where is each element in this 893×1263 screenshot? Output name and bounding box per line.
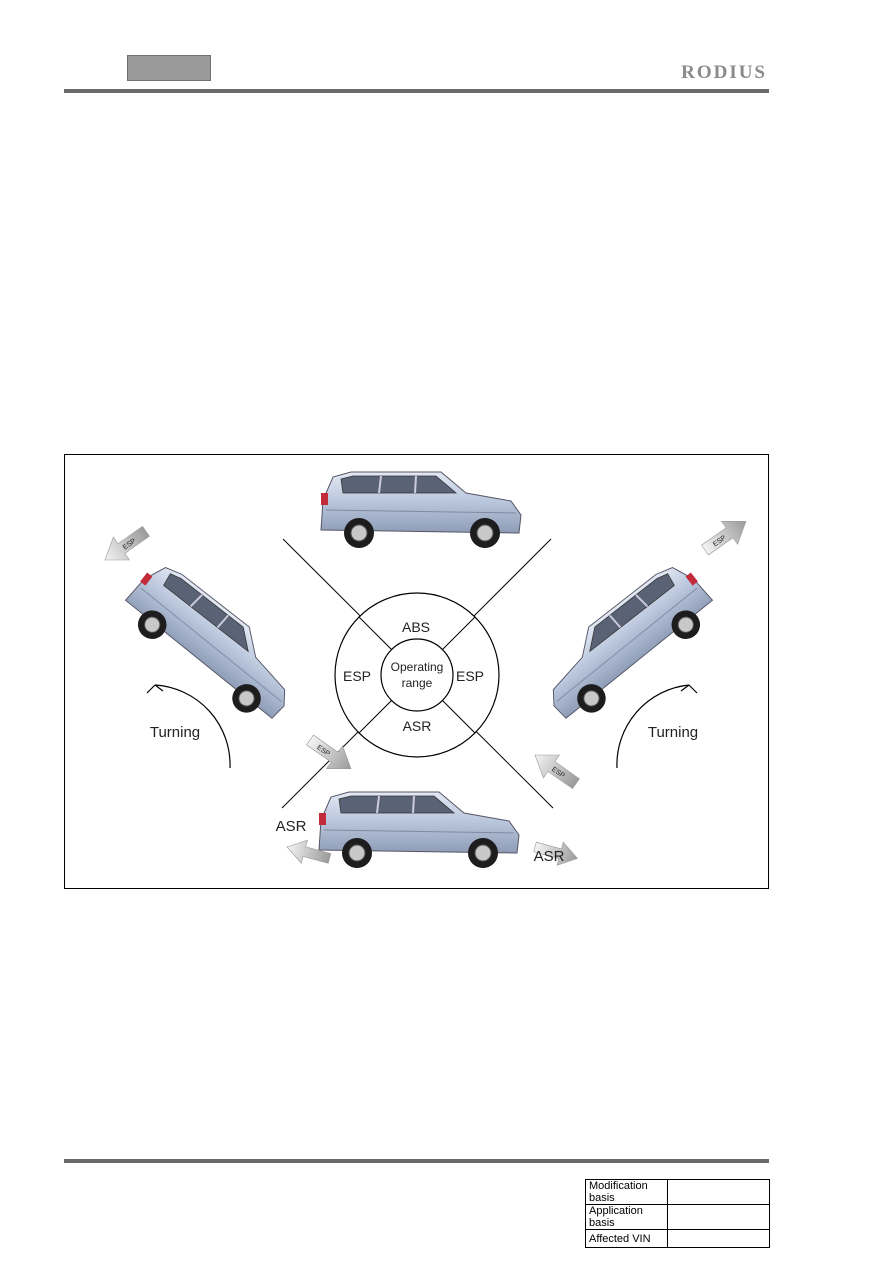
car-bottom <box>318 791 520 869</box>
table-row: Modification basis <box>585 1179 770 1205</box>
center-label-line1: Operating <box>391 660 444 674</box>
car-top <box>320 471 522 549</box>
esp-operating-range-figure: Operating range ABS ESP ESP ASR ESP ESP … <box>64 454 769 889</box>
asr-arrow-left <box>286 839 332 864</box>
esp-right-label: ESP <box>456 668 484 684</box>
asr-bottom-left-label: ASR <box>276 818 307 835</box>
center-label-line2: range <box>402 676 433 690</box>
esp-arrow-right-top: ESP <box>701 521 747 556</box>
figure-diagram: Operating range ABS ESP ESP ASR ESP ESP … <box>104 471 747 869</box>
table-label: Modification basis <box>585 1179 668 1205</box>
turning-right-label: Turning <box>648 724 698 741</box>
table-label: Affected VIN <box>585 1229 668 1248</box>
asr-arrow-right <box>533 841 579 866</box>
car-right-turning <box>527 555 724 732</box>
footer-rule <box>64 1159 769 1163</box>
asr-bottom-right-label: ASR <box>534 848 565 865</box>
esp-left-label: ESP <box>343 668 371 684</box>
table-value <box>667 1204 770 1230</box>
table-value <box>667 1229 770 1248</box>
brand-logo: RODIUS <box>681 62 767 83</box>
inner-circle <box>380 638 454 712</box>
esp-arrow-right-bottom: ESP <box>534 754 580 790</box>
car-left-turning <box>114 555 311 732</box>
turning-left-label: Turning <box>150 724 200 741</box>
header-rule <box>64 89 769 93</box>
table-label: Application basis <box>585 1204 668 1230</box>
asr-center-label: ASR <box>403 718 432 734</box>
header-tab-box <box>127 55 211 81</box>
table-row: Application basis <box>585 1204 770 1230</box>
abs-label: ABS <box>402 619 430 635</box>
table-value <box>667 1179 770 1205</box>
esp-arrow-left-bottom: ESP <box>306 734 352 769</box>
modification-info-table: Modification basis Application basis Aff… <box>585 1179 770 1248</box>
esp-arrow-left-top: ESP <box>104 525 150 561</box>
turning-arc-right <box>616 684 690 769</box>
table-row: Affected VIN <box>585 1229 770 1248</box>
turning-arc-left <box>154 684 231 769</box>
